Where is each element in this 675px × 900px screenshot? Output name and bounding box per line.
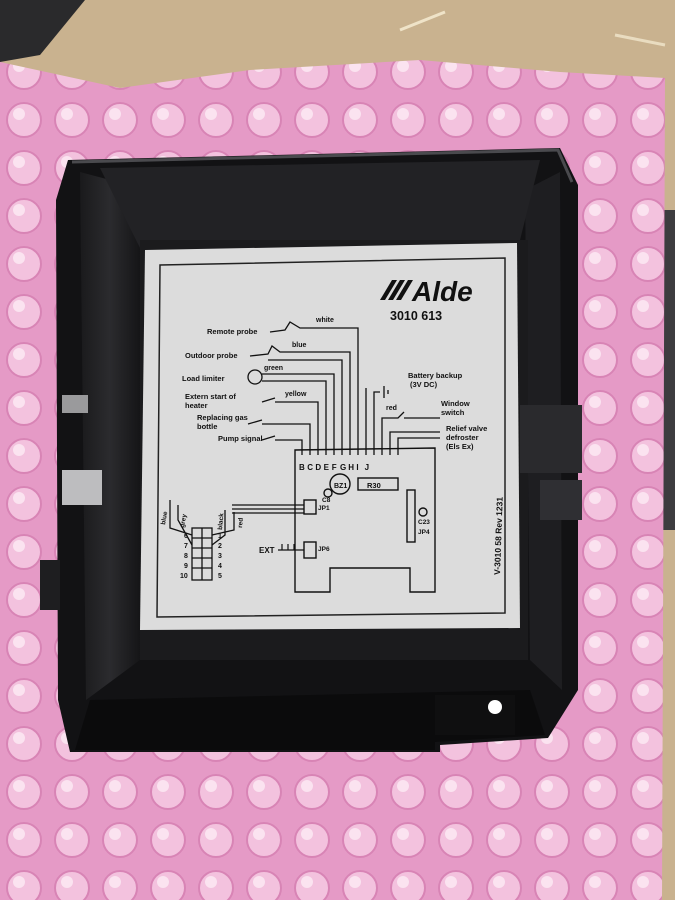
label-outdoor-probe: Outdoor probe: [185, 351, 238, 360]
label-extern-start-2: heater: [185, 401, 208, 410]
pin-10: 10: [180, 573, 188, 580]
terminal-h: H: [348, 463, 354, 472]
board-jp6: JP6: [318, 546, 330, 553]
connector-pins-left: 6 7 8 9 10: [180, 533, 188, 580]
wire-blue-vertical: blue: [160, 511, 169, 526]
label-window-switch-2: switch: [441, 408, 465, 417]
pin-5: 5: [218, 573, 222, 580]
connector-block: blue grey black red 6 7 8 9 10 1 2 3 4 5: [160, 500, 245, 581]
circuit-board: [294, 447, 436, 593]
wire-red-vertical: red: [237, 517, 245, 528]
brand-text: Alde: [411, 276, 473, 307]
pin-9: 9: [184, 563, 188, 570]
label-pump-signal: Pump signal: [218, 434, 263, 443]
ext-wires: [232, 504, 304, 551]
revision-code: V-3010 58 Rev 1231: [492, 497, 505, 576]
terminal-e: E: [324, 463, 330, 472]
pin-7: 7: [184, 543, 188, 550]
wood-debris: [399, 10, 446, 32]
wire-white: white: [315, 317, 334, 324]
terminal-b: B: [299, 463, 305, 472]
part-number: 3010 613: [390, 309, 442, 323]
label-window-switch: Window: [441, 399, 470, 408]
pin-2: 2: [218, 543, 222, 550]
board-jp1: JP1: [318, 505, 330, 512]
pin-6: 6: [184, 533, 188, 540]
label-extern-start: Extern start of: [185, 392, 236, 401]
terminal-i: I: [356, 463, 358, 472]
pin-8: 8: [184, 553, 188, 560]
terminal-c: C: [307, 463, 313, 472]
alde-label: Alde 3010 613 Remote probe Outdoor probe…: [140, 243, 520, 630]
label-battery-backup: Battery backup: [408, 371, 463, 380]
label-replacing-gas-2: bottle: [197, 422, 217, 431]
terminal-f: F: [332, 463, 337, 472]
wire-green: green: [264, 365, 283, 372]
label-replacing-gas: Replacing gas: [197, 413, 248, 422]
dark-object-corner: [0, 0, 85, 62]
pin-3: 3: [218, 553, 222, 560]
label-relief-valve-2: defroster: [446, 433, 479, 442]
board-c23: C23: [418, 519, 430, 526]
label-remote-probe: Remote probe: [207, 327, 257, 336]
board-r30: R30: [367, 481, 381, 490]
board-jp4: JP4: [418, 529, 430, 536]
wire-black-vertical: black: [217, 513, 225, 531]
label-battery-backup-2: (3V DC): [410, 380, 438, 389]
board-c8: C8: [322, 497, 331, 504]
label-relief-valve-3: (Els Ex): [446, 442, 474, 451]
alde-logo: Alde: [380, 276, 473, 307]
wire-grey-vertical: grey: [179, 513, 188, 528]
label-load-limiter: Load limiter: [182, 374, 225, 383]
connector-pins-right: 1 2 3 4 5: [218, 533, 222, 580]
wire-blue: blue: [292, 342, 306, 349]
board-ext: EXT: [259, 546, 275, 555]
terminal-g: G: [340, 463, 346, 472]
terminal-j: J: [365, 463, 369, 472]
wiring-lines: [247, 321, 440, 455]
wood-debris: [614, 33, 666, 47]
pin-4: 4: [218, 563, 222, 570]
label-relief-valve: Relief valve: [446, 424, 487, 433]
board-bz1: BZ1: [334, 483, 347, 490]
wire-yellow: yellow: [285, 391, 307, 398]
wire-red: red: [386, 405, 397, 412]
pin-1: 1: [218, 533, 222, 540]
terminal-d: D: [315, 463, 321, 472]
